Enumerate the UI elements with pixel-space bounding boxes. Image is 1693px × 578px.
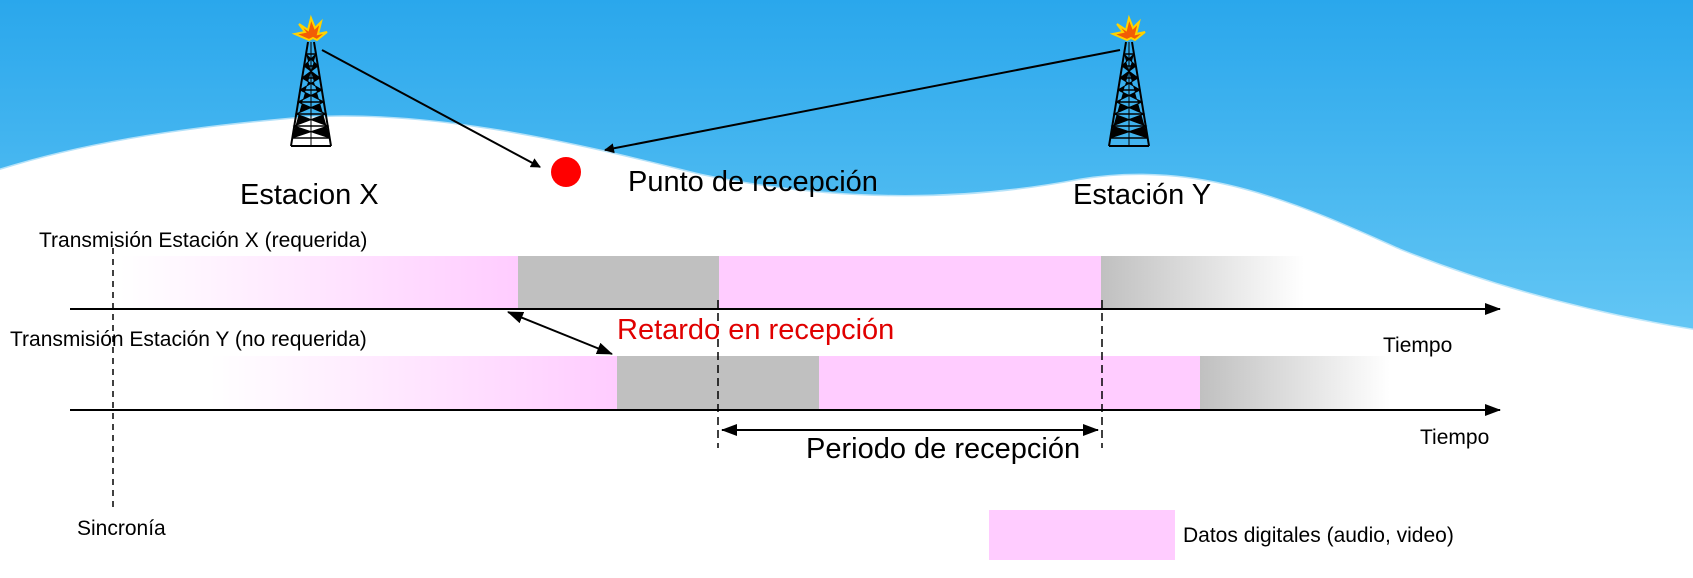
y-fade-out-block: [1200, 356, 1390, 410]
y-data-block: [819, 356, 1200, 410]
x-data-block: [719, 256, 1101, 308]
x-guard-block: [518, 256, 719, 308]
x-fade-out-block: [1101, 256, 1304, 308]
sky-background: [0, 0, 1693, 330]
legend-label: Datos digitales (audio, video): [1183, 524, 1454, 547]
x-fade-in-block: [120, 256, 518, 308]
legend-swatch: [989, 510, 1175, 560]
delay-label: Retardo en recepción: [617, 314, 895, 346]
station-y-label: Estación Y: [1073, 179, 1212, 211]
sync-label: Sincronía: [77, 517, 166, 540]
y-fade-in-block: [210, 356, 617, 410]
period-label: Periodo de recepción: [806, 433, 1081, 465]
signal-arrow-y: [604, 49, 1121, 154]
time-axis-y-label: Tiempo: [1420, 426, 1490, 449]
station-x-label: Estacion X: [240, 179, 379, 211]
hill-highlight: [0, 115, 1693, 332]
timeline-x-title: Transmisión Estación X (requerida): [39, 229, 368, 252]
signal-arrow-x: [321, 49, 541, 168]
delay-arrow: [507, 311, 613, 355]
time-axis-x-label: Tiempo: [1383, 334, 1453, 357]
timeline-y-title: Transmisión Estación Y (no requerida): [10, 328, 367, 351]
reception-point-label: Punto de recepción: [628, 166, 878, 198]
reception-point-icon: [551, 157, 581, 187]
